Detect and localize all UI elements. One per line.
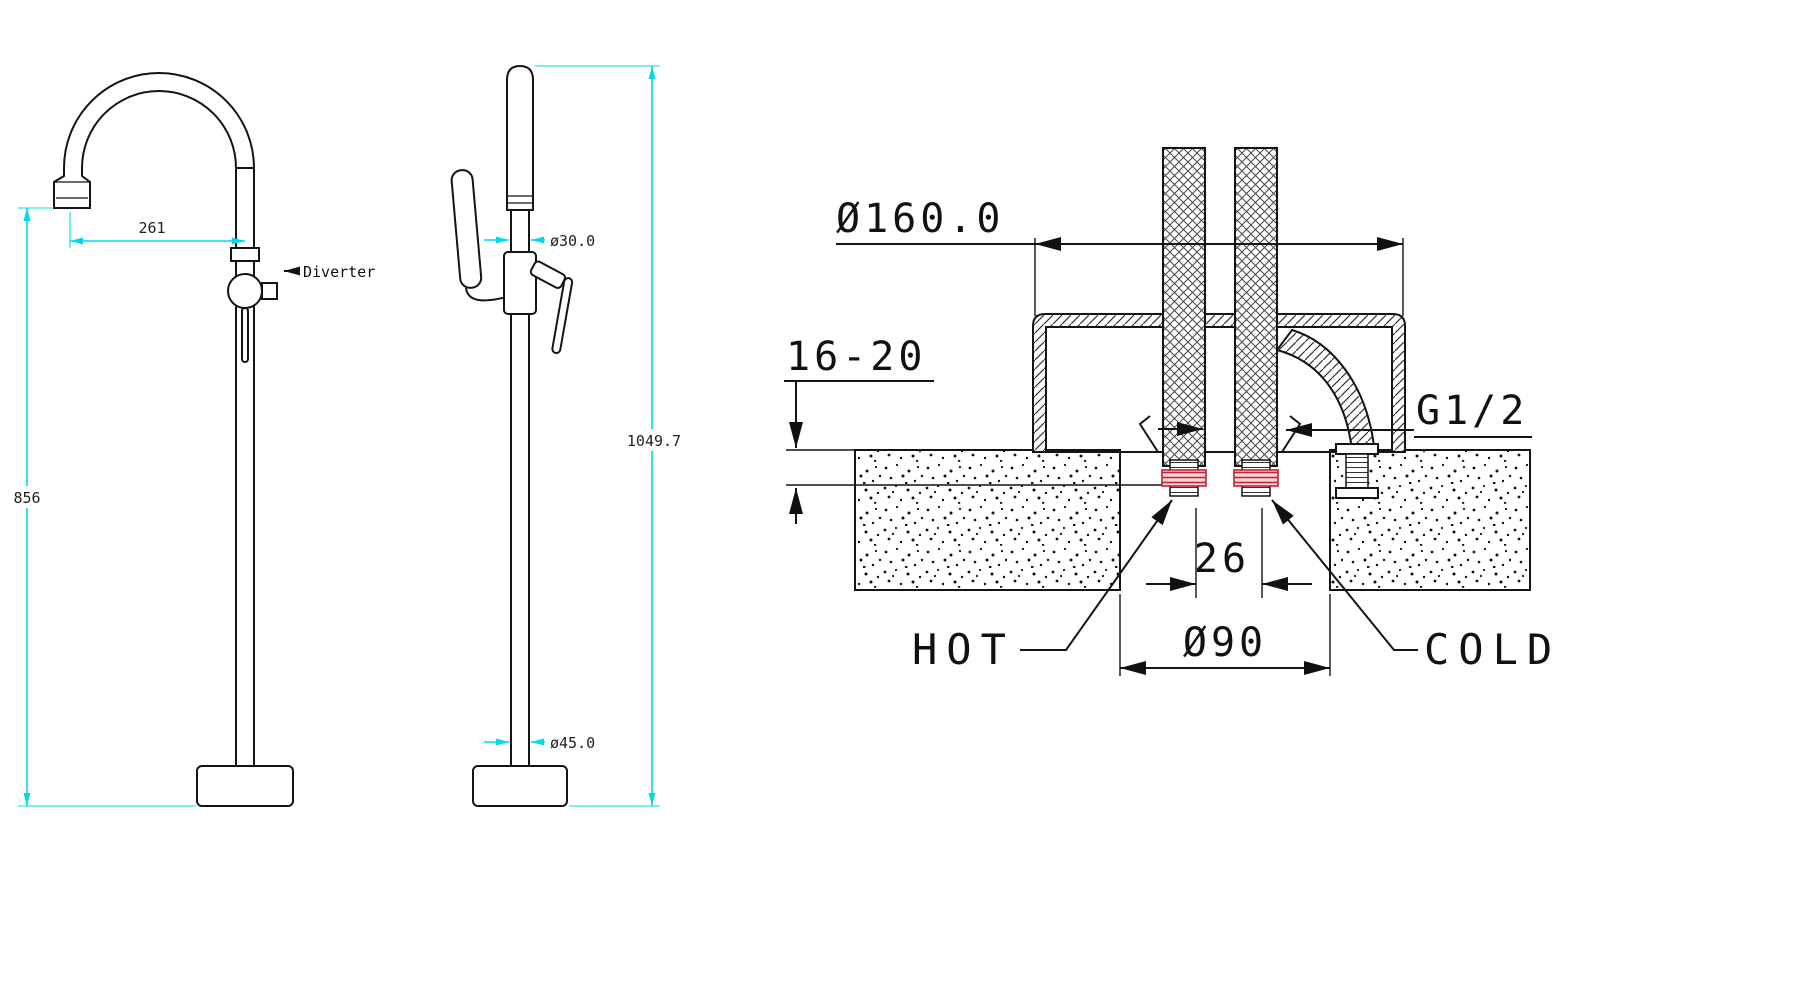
dim-hole-diameter: Ø90 [1119, 594, 1331, 676]
mixer-handle-stem [241, 307, 249, 363]
fitting-flange-top [1335, 443, 1379, 455]
dim-overall-height-value: 1049.7 [627, 432, 681, 450]
dim-cover-diameter-value: Ø160.0 [836, 196, 1005, 242]
floor-base-side [472, 765, 568, 807]
dim-overall-height: 1049.7 [535, 65, 692, 807]
cold-label: COLD [1424, 625, 1561, 674]
thread-callout: G1/2 [1158, 388, 1532, 438]
valve-body-side [503, 251, 537, 315]
dim-base-diameter-value: ø45.0 [550, 734, 595, 752]
dim-spout-height: 856 [4, 207, 196, 807]
mounting-dog-left [1138, 415, 1159, 453]
spout-gooseneck [53, 72, 256, 209]
dim-body-diameter: ø30.0 [484, 232, 595, 250]
side-view: ø30.0 ø45.0 1049.7 [450, 64, 692, 807]
locknut-cold [1233, 469, 1279, 487]
hot-callout: HOT [912, 499, 1173, 674]
diverter-knob [261, 282, 278, 300]
dim-hole-diameter-value: Ø90 [1183, 620, 1267, 666]
dim-deck-thickness: 16-20 [784, 334, 934, 524]
dim-cover-diameter: Ø160.0 [836, 196, 1404, 316]
cold-callout: COLD [1271, 499, 1561, 674]
mounting-dog-right [1281, 415, 1302, 453]
diverter-callout: Diverter [284, 263, 375, 281]
mixer-lever-side [551, 277, 574, 355]
fitting-flange-bottom [1335, 487, 1379, 499]
supply-hose-cold [1234, 147, 1278, 467]
hose-tail-curved [1275, 328, 1376, 452]
diverter-label: Diverter [303, 263, 375, 281]
locknut-hot [1161, 469, 1207, 487]
supply-hose-hot [1162, 147, 1206, 467]
hand-shower-wand [450, 169, 483, 289]
dim-inlet-spacing: 26 [1146, 508, 1312, 598]
floor-base [196, 765, 294, 807]
dim-base-diameter: ø45.0 [484, 734, 595, 752]
thread-label: G1/2 [1416, 388, 1528, 434]
front-view: 261 856 Diverter [4, 72, 375, 807]
installation-view: Ø160.0 16-20 G1/2 26 [784, 147, 1561, 676]
dim-deck-thickness-value: 16-20 [786, 334, 926, 380]
dim-inlet-spacing-value: 26 [1194, 536, 1250, 582]
gooseneck-side-profile [506, 64, 534, 211]
dim-body-diameter-value: ø30.0 [550, 232, 595, 250]
dim-spout-height-value: 856 [13, 489, 40, 507]
hot-label: HOT [912, 625, 1015, 674]
diverter-valve [227, 273, 263, 309]
dim-spout-reach: 261 [69, 212, 245, 248]
riser-collar [230, 247, 260, 262]
fitting-threaded-rod [1345, 453, 1369, 489]
floor-slab-left [854, 449, 1121, 591]
dim-spout-reach-value: 261 [138, 219, 165, 237]
